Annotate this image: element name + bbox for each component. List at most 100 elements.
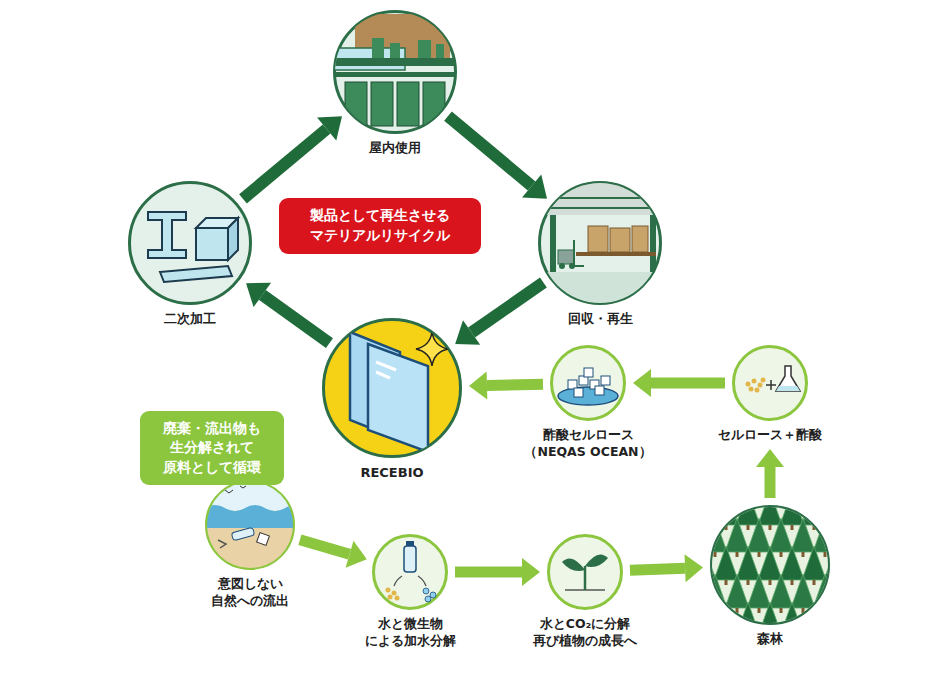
node-label: 屋内使用 <box>353 140 437 157</box>
node-label: RECEBIO <box>340 464 444 482</box>
cellulose-and-acid-illustration <box>755 388 760 393</box>
warehouse-illustration <box>558 250 574 264</box>
cellulose-acetate-illustration <box>558 387 618 405</box>
process-circle: 森林 <box>710 505 830 625</box>
forest-illustration <box>791 636 794 641</box>
process-circle: 回収・再生 <box>538 181 662 305</box>
hydrolysis-illustration <box>404 546 416 572</box>
arrow-shaft <box>455 567 522 578</box>
circle-shape <box>712 507 829 624</box>
node-label: 水とCO₂に分解 再び植物の成長へ <box>520 616 650 650</box>
forest-illustration <box>780 546 804 580</box>
forest-illustration <box>725 580 728 585</box>
arrow-shaft <box>472 282 544 332</box>
cellulose-and-acid-illustration <box>749 387 754 392</box>
shore-outflow-illustration <box>231 527 254 540</box>
callout-box: 製品として再生させる マテリアルリサイクル <box>279 198 481 253</box>
forest-illustration <box>813 636 816 641</box>
warehouse-illustration <box>559 263 565 269</box>
process-circle: 水とCO₂に分解 再び植物の成長へ <box>547 534 623 610</box>
cellulose-and-acid-illustration <box>776 386 800 391</box>
forest-illustration <box>791 580 794 585</box>
forest-illustration <box>736 552 739 557</box>
flow-arrow <box>469 372 543 400</box>
warehouse-illustration <box>632 226 648 252</box>
process-circle: 意図しない 自然への流出 <box>205 480 295 570</box>
cellulose-acetate-illustration <box>595 386 604 395</box>
node-label: 水と微生物 による加水分解 <box>353 616 467 650</box>
cellulose-and-acid-illustration <box>752 379 757 384</box>
callout-text: 廃棄・流出物も 生分解されて 原料として循環 <box>154 419 270 478</box>
forest-illustration <box>714 552 717 557</box>
forest-illustration <box>769 574 793 608</box>
callout-text: 製品として再生させる マテリアルリサイクル <box>293 206 467 245</box>
forest-illustration <box>802 552 805 557</box>
process-circle: RECEBIO <box>322 318 462 458</box>
forest-illustration <box>824 491 848 525</box>
forest-illustration <box>747 518 771 552</box>
cellulose-and-acid-illustration <box>761 378 766 383</box>
circle-outline <box>128 181 252 305</box>
forest-illustration <box>714 546 738 580</box>
circle-shape <box>374 536 447 609</box>
circle-shape <box>552 347 625 420</box>
warehouse-illustration <box>569 263 575 269</box>
node-label: 意図しない 自然への流出 <box>201 576 299 610</box>
cellulose-and-acid-illustration <box>758 383 763 388</box>
cellulose-and-acid-illustration <box>746 382 751 387</box>
forest-illustration <box>703 525 706 530</box>
beam-and-sheet-illustration <box>196 228 228 260</box>
circle-outline <box>322 318 462 458</box>
forest-illustration <box>747 525 750 530</box>
forest-illustration <box>769 525 772 530</box>
circle-shape <box>324 320 461 457</box>
arrow-head <box>522 174 547 198</box>
warehouse-illustration <box>576 252 656 256</box>
forest-illustration <box>692 602 716 636</box>
forest-illustration <box>791 574 815 608</box>
circle-outline <box>547 534 623 610</box>
arrow-head <box>633 369 651 397</box>
arrow-head <box>756 449 784 467</box>
flow-arrow <box>756 449 784 498</box>
recebio-panel-illustration <box>376 372 390 378</box>
shore-outflow-illustration <box>257 533 270 546</box>
hydrolysis-illustration <box>392 591 397 596</box>
arrow-head <box>317 116 342 140</box>
circle-shape <box>207 482 294 569</box>
arrow-head <box>685 554 704 582</box>
flow-arrow <box>448 116 547 199</box>
shop-shelf-illustration <box>390 43 400 58</box>
shore-outflow-illustration <box>218 540 226 548</box>
circle-outline <box>372 534 448 610</box>
process-circle: 酢酸セルロース （NEQAS OCEAN） <box>550 345 626 421</box>
circle-outline <box>550 345 626 421</box>
circle-outline <box>205 480 295 570</box>
forest-illustration <box>791 525 794 530</box>
node-label: 酢酸セルロース （NEQAS OCEAN） <box>521 427 655 461</box>
arrow-head <box>469 372 487 400</box>
forest-illustration <box>835 525 838 530</box>
forest-illustration <box>703 574 727 608</box>
circle-outline <box>732 345 808 421</box>
forest-illustration <box>747 574 771 608</box>
warehouse-illustration <box>538 181 662 306</box>
flow-arrow <box>300 540 367 568</box>
shop-shelf-illustration <box>397 82 419 126</box>
arrow-head <box>455 320 480 345</box>
flow-arrow <box>243 116 342 199</box>
arrow-head <box>346 541 367 568</box>
forest-illustration <box>747 580 750 585</box>
circle-shape <box>335 12 456 133</box>
shop-shelf-illustration <box>436 44 444 58</box>
forest-illustration <box>758 608 761 613</box>
cellulose-acetate-illustration <box>584 368 593 377</box>
flow-arrow <box>630 554 703 582</box>
flow-arrow <box>633 369 725 397</box>
hydrolysis-illustration <box>423 588 429 594</box>
cellulose-acetate-illustration <box>574 388 583 397</box>
process-circle: セルロース＋酢酸 <box>732 345 808 421</box>
circle-shape <box>549 536 622 609</box>
hydrolysis-illustration <box>395 596 400 601</box>
